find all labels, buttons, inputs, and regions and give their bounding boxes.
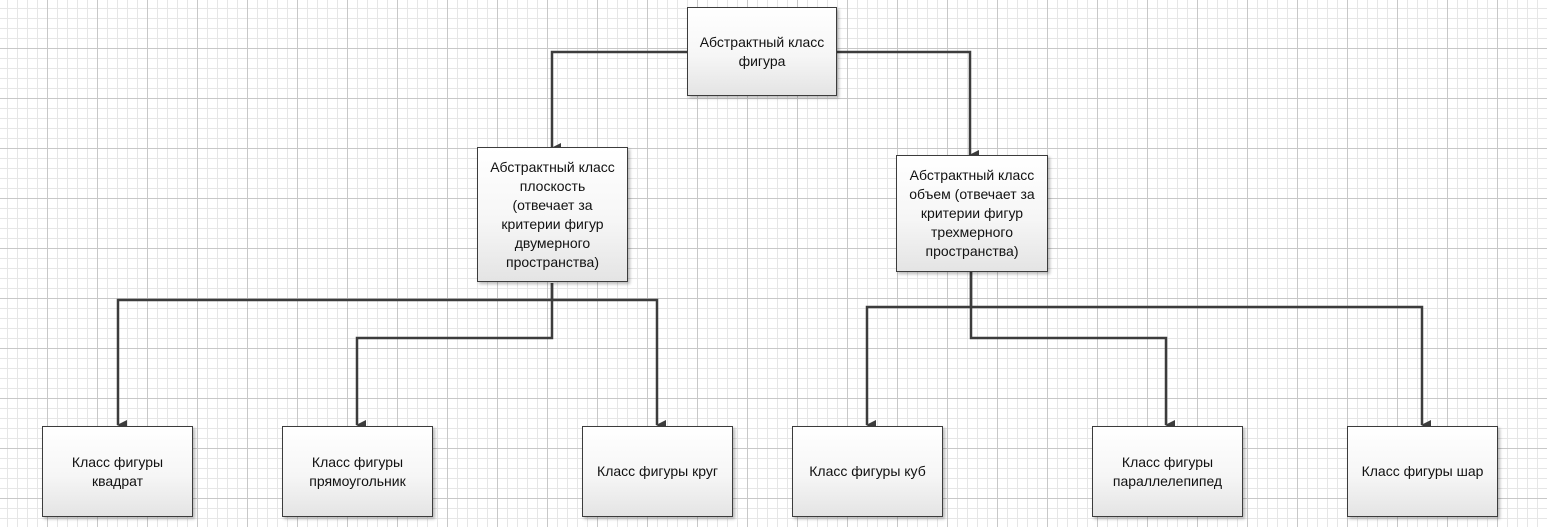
parallelepiped-class-box: Класс фигуры параллелепипед: [1092, 426, 1243, 517]
connector-volume-to-cube: [865, 272, 973, 430]
planar-abstract-class-box: Абстрактный класс плоскость (отвечает за…: [477, 147, 628, 282]
cube-class-box: Класс фигуры куб: [792, 426, 943, 517]
root-abstract-figure-box: Абстрактный класс фигура: [687, 7, 837, 96]
volume-abstract-class-box: Абстрактный класс объем (отвечает за кри…: [896, 155, 1048, 272]
connector-root-to-volume: [837, 50, 979, 160]
connector-planar-to-square: [116, 283, 554, 430]
circle-class-box: Класс фигуры круг: [582, 426, 733, 517]
connector-volume-to-sphere: [971, 305, 1431, 430]
connector-volume-to-parallelepiped: [969, 272, 1175, 430]
rectangle-class-box: Класс фигуры прямоугольник: [282, 426, 433, 517]
sphere-class-box: Класс фигуры шар: [1347, 426, 1498, 517]
connector-root-to-planar: [550, 50, 687, 153]
square-class-box: Класс фигуры квадрат: [42, 426, 193, 517]
connector-planar-to-circle: [552, 298, 666, 430]
connector-planar-to-rectangle: [355, 283, 554, 430]
